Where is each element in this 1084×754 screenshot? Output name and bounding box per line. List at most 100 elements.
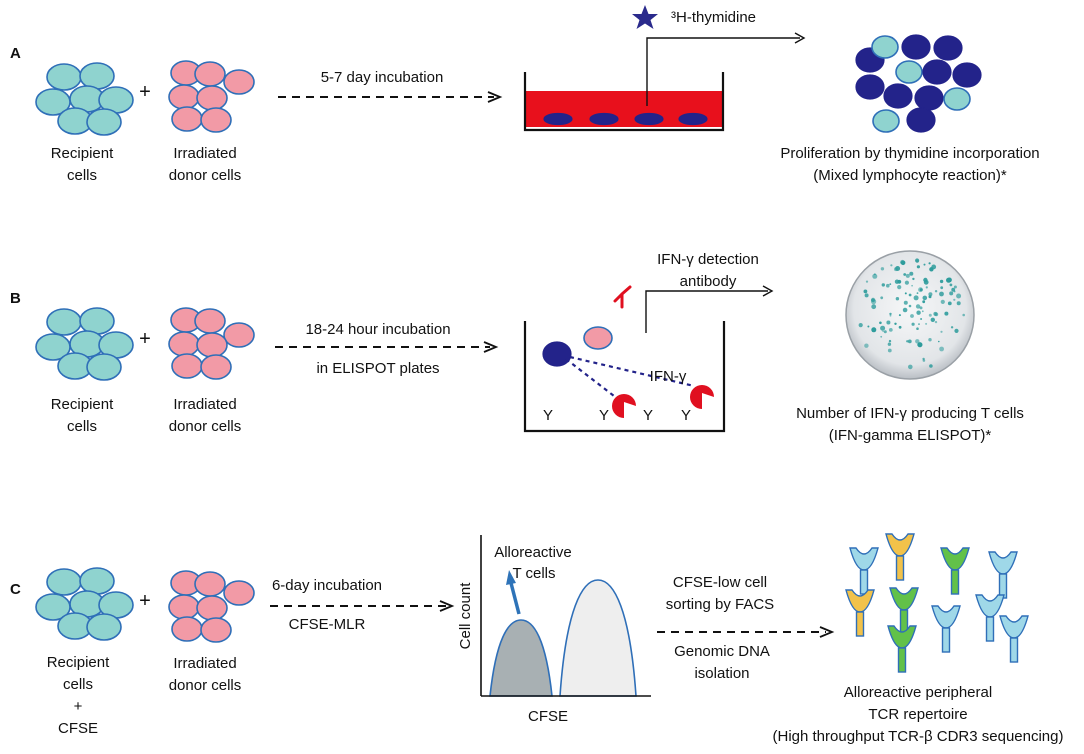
elispot-spot bbox=[915, 339, 920, 344]
elispot-spots bbox=[858, 258, 965, 370]
ifn-gamma-label: IFN-γ bbox=[650, 368, 687, 385]
elispot-spot bbox=[902, 307, 908, 313]
histogram-y-label: Cell count bbox=[457, 582, 474, 650]
elispot-spot bbox=[867, 325, 870, 328]
tcr-receptor-icon bbox=[988, 551, 1018, 599]
elispot-spot bbox=[946, 277, 952, 283]
capture-antibody-2: Y bbox=[599, 407, 609, 424]
incubation-label-a: 5-7 day incubation bbox=[321, 69, 444, 86]
elispot-spot bbox=[880, 296, 884, 300]
elispot-spot bbox=[887, 348, 892, 353]
elispot-spot bbox=[865, 280, 869, 283]
recipient-cells-a bbox=[35, 62, 134, 136]
elispot-spot bbox=[886, 320, 891, 325]
recipient-cells-c bbox=[35, 567, 134, 641]
donor-label-c-line2: donor cells bbox=[169, 677, 242, 694]
elispot-spot bbox=[897, 285, 902, 290]
elispot-plate-well bbox=[845, 250, 975, 380]
recipient-label-c-line3: + bbox=[74, 698, 83, 715]
elispot-spot bbox=[888, 339, 892, 343]
elispot-well bbox=[523, 321, 726, 433]
tcr-receptor-icon bbox=[889, 587, 919, 635]
elispot-spot bbox=[951, 287, 956, 292]
elispot-spot bbox=[938, 340, 940, 343]
alloreactive-arrow-icon bbox=[506, 570, 521, 615]
donor-label-a-line1: Irradiated bbox=[173, 145, 236, 162]
panel-a: A Recipient cells + Irradiated donor cel… bbox=[10, 5, 1040, 184]
panel-c: C Recipient cells + CFSE + Irradiated do… bbox=[10, 533, 1064, 745]
elispot-spot bbox=[916, 292, 919, 294]
elispot-spot bbox=[928, 262, 931, 265]
thymidine-arrow bbox=[646, 32, 806, 106]
capture-antibody-1: Y bbox=[543, 407, 553, 424]
dashed-arrow-c bbox=[270, 600, 455, 612]
elispot-spot bbox=[881, 283, 885, 287]
capture-antibody-3: Y bbox=[643, 407, 653, 424]
elispot-spot bbox=[903, 300, 908, 305]
elispot-spot bbox=[894, 267, 898, 272]
elispot-spot bbox=[921, 310, 924, 313]
elispot-spot bbox=[894, 322, 897, 325]
elispot-spot bbox=[939, 279, 944, 284]
elispot-spot bbox=[923, 277, 928, 283]
elispot-spot bbox=[962, 313, 965, 317]
elispot-spot bbox=[917, 342, 923, 348]
panel-a-letter: A bbox=[10, 45, 21, 62]
elispot-spot bbox=[900, 259, 905, 265]
dashed-arrow-c2 bbox=[657, 626, 835, 638]
elispot-spot bbox=[922, 295, 928, 301]
recipient-label-b-line2: cells bbox=[67, 418, 97, 435]
elispot-spot bbox=[956, 301, 961, 306]
tcr-receptor-icon bbox=[999, 615, 1029, 663]
elispot-spot bbox=[864, 343, 869, 348]
donor-label-b-line2: donor cells bbox=[169, 418, 242, 435]
plus-sign-a: + bbox=[139, 81, 151, 103]
recipient-label-a-line1: Recipient bbox=[51, 145, 114, 162]
elispot-spot bbox=[922, 300, 926, 304]
elispot-spot bbox=[886, 283, 890, 288]
donor-cells-a bbox=[168, 60, 255, 133]
capture-antibody-4: Y bbox=[681, 407, 691, 424]
elispot-spot bbox=[915, 258, 920, 263]
elispot-spot bbox=[928, 338, 932, 342]
recipient-label-b-line1: Recipient bbox=[51, 396, 114, 413]
elispot-spot bbox=[887, 342, 892, 346]
elispot-spot bbox=[898, 314, 901, 317]
elispot-spot bbox=[956, 293, 962, 299]
donor-label-a-line2: donor cells bbox=[169, 167, 242, 184]
tcr-receptor-icon bbox=[885, 533, 915, 581]
histogram-annotation-line2: T cells bbox=[512, 565, 555, 582]
incubation-label-c-line1: 6-day incubation bbox=[272, 577, 382, 594]
elispot-spot bbox=[950, 326, 954, 329]
elispot-spot bbox=[871, 327, 877, 333]
proliferated-cells bbox=[855, 34, 982, 133]
histogram-x-label: CFSE bbox=[528, 708, 568, 725]
incubation-label-b-line1: 18-24 hour incubation bbox=[305, 321, 450, 338]
elispot-spot bbox=[910, 314, 914, 318]
elispot-spot bbox=[880, 325, 886, 331]
elispot-spot bbox=[879, 321, 882, 325]
panel-c-letter: C bbox=[10, 581, 21, 598]
dashed-arrow-a bbox=[278, 91, 503, 103]
dashed-arrow-b bbox=[275, 341, 499, 353]
elispot-spot bbox=[928, 292, 933, 297]
elispot-spot bbox=[933, 311, 938, 316]
elispot-spot bbox=[940, 299, 945, 304]
tcr-receptor-icon bbox=[940, 547, 970, 595]
elispot-spot bbox=[940, 286, 944, 290]
dna-label-line1: Genomic DNA bbox=[674, 643, 770, 660]
donor-label-c-line1: Irradiated bbox=[173, 655, 236, 672]
tcr-repertoire bbox=[845, 533, 1029, 673]
elispot-spot bbox=[947, 301, 952, 306]
elispot-spot bbox=[863, 289, 868, 294]
tcr-receptor-icon bbox=[931, 605, 961, 653]
dna-label-line2: isolation bbox=[694, 665, 749, 682]
elispot-spot bbox=[864, 293, 869, 298]
elispot-spot bbox=[904, 280, 910, 285]
recipient-label-c-line4: CFSE bbox=[58, 720, 98, 737]
reagent-star-icon bbox=[632, 5, 658, 29]
elispot-spot bbox=[916, 265, 921, 269]
elispot-spot bbox=[913, 295, 919, 301]
elispot-spot bbox=[888, 328, 893, 332]
result-label-c-line3: (High throughput TCR-β CDR3 sequencing) bbox=[773, 728, 1064, 745]
